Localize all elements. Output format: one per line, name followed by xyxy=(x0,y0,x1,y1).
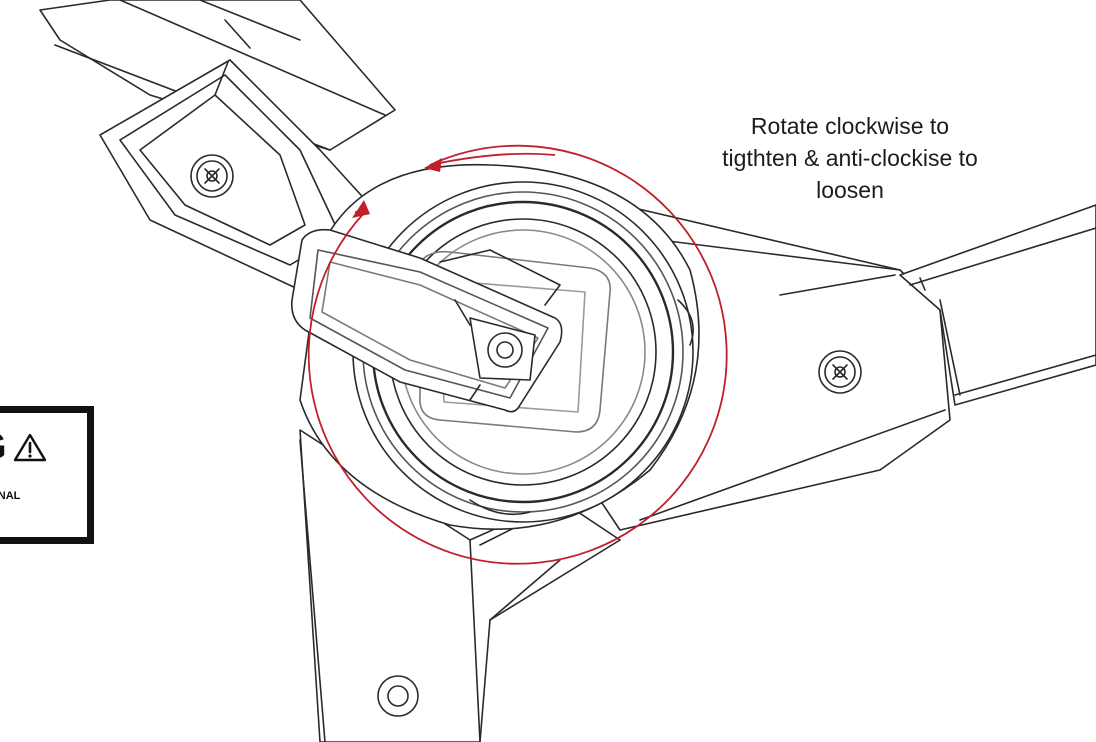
right-leg-screw xyxy=(818,350,862,394)
arrow-head-left xyxy=(352,200,370,218)
arrow-head-top xyxy=(424,158,442,172)
instruction-line-3: loosen xyxy=(816,177,884,203)
warning-label: G R FINAL ON xyxy=(0,406,94,544)
lever-pivot-bolt xyxy=(487,332,523,368)
warning-title: G xyxy=(0,428,47,466)
warning-triangle-icon xyxy=(13,433,46,462)
upper-left-leg-screw xyxy=(190,154,234,198)
bottom-leg xyxy=(299,429,621,742)
warning-message-line-2: ON xyxy=(0,503,20,517)
rotation-instruction: Rotate clockwise to tigthten & anti-cloc… xyxy=(650,110,1050,206)
instruction-line-1: Rotate clockwise to xyxy=(750,113,950,139)
bottom-leg-screw xyxy=(377,675,419,717)
warning-title-text: G xyxy=(0,428,7,466)
warning-message: R FINAL ON xyxy=(0,489,20,517)
instruction-line-2: tigthten & anti-clockise to xyxy=(722,145,978,171)
warning-message-line-1: R FINAL xyxy=(0,490,21,502)
lever-handle xyxy=(290,228,563,413)
